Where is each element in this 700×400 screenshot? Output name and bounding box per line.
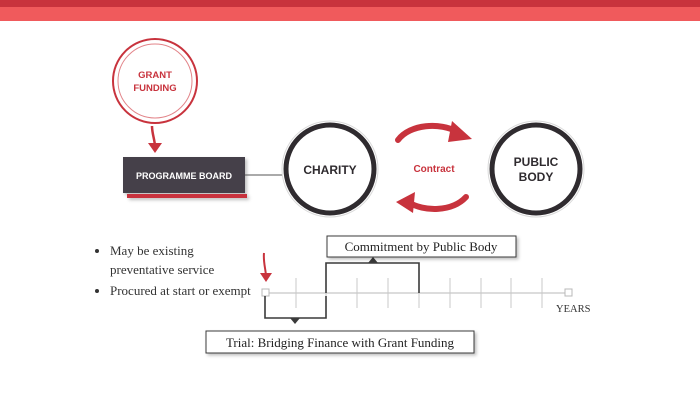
charity-outer-ring	[281, 120, 379, 218]
programme-board-box	[123, 157, 245, 193]
timeline-end-box	[564, 288, 573, 297]
grant-funding-node: GRANT FUNDING	[112, 38, 198, 124]
public-body-label-line1: PUBLIC	[514, 155, 559, 169]
trial-label: Trial: Bridging Finance with Grant Fundi…	[226, 335, 455, 350]
charity-ring	[283, 122, 377, 216]
programme-board-label: PROGRAMME BOARD	[136, 171, 232, 181]
grant-arrow-head	[148, 143, 162, 153]
grant-label-line1: GRANT	[138, 70, 172, 81]
public-body-node: PUBLIC BODY	[487, 120, 585, 218]
contract-arrow-bottom-head	[396, 192, 415, 213]
grant-outer-ring	[112, 38, 198, 124]
charity-label: CHARITY	[303, 163, 356, 177]
header-band-dark	[0, 0, 700, 7]
contract-arrow-top-head	[448, 121, 472, 142]
timeline: Commitment by Public Body Trial: Bridgin…	[205, 235, 591, 354]
contract-label: Contract	[413, 164, 455, 175]
programme-board-node	[123, 157, 247, 198]
commitment-pointer	[368, 257, 378, 263]
contract-arrow-bottom	[405, 194, 469, 212]
notes-list: May be existing preventative service Pro…	[96, 241, 260, 302]
note-item: May be existing preventative service	[110, 241, 260, 279]
charity-node: CHARITY	[281, 120, 379, 218]
grant-label-line2: FUNDING	[133, 83, 176, 94]
trial-box	[205, 330, 475, 354]
header-band-light	[0, 7, 700, 21]
public-body-ring	[489, 122, 583, 216]
trial-pointer	[290, 318, 300, 324]
commitment-box	[326, 235, 517, 258]
start-marker-head	[260, 273, 272, 282]
grant-inner-ring	[117, 43, 193, 119]
public-body-label-line2: BODY	[519, 170, 554, 184]
public-body-outer-ring	[487, 120, 585, 218]
timeline-start-box	[261, 288, 270, 297]
commitment-bracket	[325, 262, 420, 293]
commitment-label: Commitment by Public Body	[345, 239, 498, 254]
note-item: Procured at start or exempt	[110, 281, 260, 300]
years-axis-label: YEARS	[556, 304, 591, 315]
programme-board-accent	[127, 194, 247, 198]
contract-cycle: Contract	[395, 121, 472, 213]
